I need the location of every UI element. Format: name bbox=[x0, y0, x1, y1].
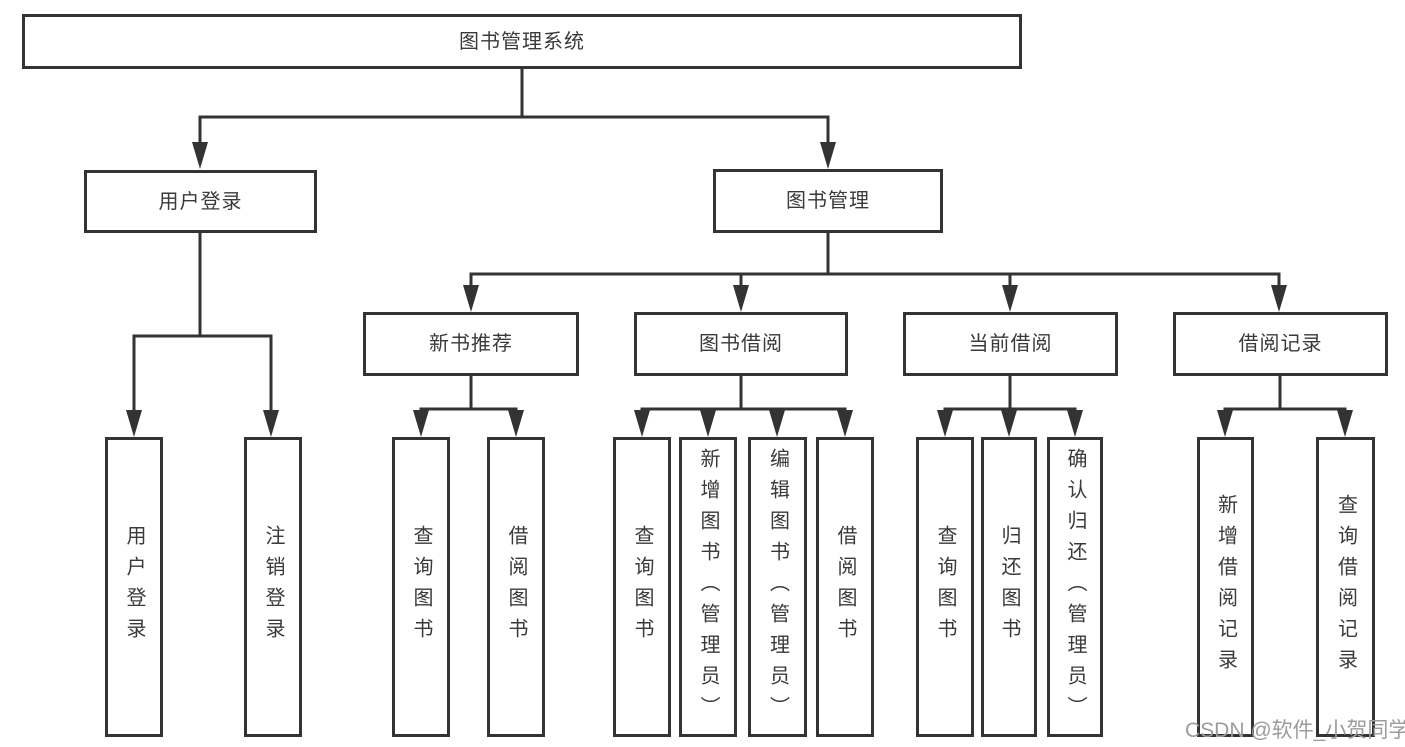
node-leaf-search-books-newbook: 查询图书 bbox=[392, 437, 450, 737]
arrow-down-icon bbox=[1217, 410, 1233, 437]
connector-bookborrow-to-leaves bbox=[634, 374, 853, 437]
arrow-down-icon bbox=[1271, 285, 1287, 312]
node-label: 借阅记录 bbox=[1238, 333, 1323, 355]
arrow-down-icon bbox=[413, 410, 429, 437]
node-label: 用户登录 bbox=[158, 190, 243, 213]
arrow-down-icon bbox=[820, 142, 836, 169]
arrow-down-icon bbox=[508, 410, 524, 437]
arrow-down-icon bbox=[463, 285, 479, 312]
arrow-down-icon bbox=[1001, 410, 1017, 437]
node-leaf-borrow-books-borrowing: 借阅图书 bbox=[816, 437, 874, 737]
arrow-down-icon bbox=[700, 410, 716, 437]
node-label: 编辑图书（管理员） bbox=[766, 447, 789, 727]
node-book-management: 图书管理 bbox=[713, 169, 943, 233]
node-label: 图书管理系统 bbox=[459, 30, 585, 53]
arrow-down-icon bbox=[1337, 410, 1353, 437]
node-library-management-system: 图书管理系统 bbox=[22, 14, 1022, 69]
node-leaf-confirm-return-admin: 确认归还（管理员） bbox=[1047, 437, 1103, 737]
node-current-borrowing: 当前借阅 bbox=[903, 312, 1118, 376]
node-label: 确认归还（管理员） bbox=[1064, 447, 1086, 727]
arrow-down-icon bbox=[837, 410, 853, 437]
node-leaf-return-books: 归还图书 bbox=[981, 437, 1037, 737]
node-leaf-edit-books-admin: 编辑图书（管理员） bbox=[748, 437, 807, 737]
node-label: 新增借阅记录 bbox=[1214, 494, 1237, 680]
arrow-down-icon bbox=[733, 285, 749, 312]
node-leaf-search-borrow-record: 查询借阅记录 bbox=[1316, 437, 1375, 737]
connector-newbook-to-leaves bbox=[413, 374, 524, 437]
connector-currentborrow-to-leaves bbox=[937, 374, 1083, 437]
node-leaf-search-books-current: 查询图书 bbox=[916, 437, 974, 737]
node-label: 图书管理 bbox=[786, 190, 870, 212]
node-label: 查询借阅记录 bbox=[1334, 494, 1357, 680]
node-label: 注销登录 bbox=[262, 525, 284, 649]
node-leaf-logout: 注销登录 bbox=[244, 437, 302, 737]
arrow-down-icon bbox=[769, 410, 785, 437]
node-leaf-user-login: 用户登录 bbox=[105, 437, 163, 737]
csdn-watermark: CSDN @软件_小贺同学 bbox=[1185, 719, 1405, 742]
node-book-borrowing: 图书借阅 bbox=[634, 312, 848, 376]
arrow-down-icon bbox=[1067, 410, 1083, 437]
arrow-down-icon bbox=[126, 410, 142, 437]
connector-bookmgmt-to-level3 bbox=[463, 231, 1287, 312]
node-label: 查询图书 bbox=[410, 525, 432, 649]
arrow-down-icon bbox=[634, 410, 650, 437]
node-leaf-borrow-books-newbook: 借阅图书 bbox=[487, 437, 545, 737]
node-label: 查询图书 bbox=[631, 525, 653, 649]
node-label: 新书推荐 bbox=[429, 333, 513, 355]
node-user-login: 用户登录 bbox=[84, 170, 317, 233]
arrow-down-icon bbox=[263, 410, 279, 437]
node-label: 用户登录 bbox=[123, 525, 145, 649]
arrow-down-icon bbox=[1002, 285, 1018, 312]
connector-borrowrecord-to-leaves bbox=[1217, 374, 1353, 437]
node-label: 借阅图书 bbox=[505, 525, 527, 649]
node-label: 查询图书 bbox=[934, 525, 956, 649]
connector-root-to-level2 bbox=[192, 67, 836, 169]
node-label: 当前借阅 bbox=[968, 333, 1053, 355]
node-label: 借阅图书 bbox=[834, 525, 856, 649]
node-new-book-recommendation: 新书推荐 bbox=[363, 312, 579, 376]
node-label: 图书借阅 bbox=[699, 333, 783, 355]
arrow-down-icon bbox=[937, 410, 953, 437]
node-label: 新增图书（管理员） bbox=[697, 447, 719, 727]
arrow-down-icon bbox=[192, 142, 208, 169]
node-leaf-add-borrow-record: 新增借阅记录 bbox=[1197, 437, 1254, 737]
node-leaf-add-books-admin: 新增图书（管理员） bbox=[679, 437, 737, 737]
node-label: 归还图书 bbox=[998, 525, 1020, 649]
connector-userlogin-to-leaves bbox=[126, 231, 279, 437]
node-borrowing-records: 借阅记录 bbox=[1173, 312, 1388, 376]
node-leaf-search-books-borrowing: 查询图书 bbox=[613, 437, 671, 737]
